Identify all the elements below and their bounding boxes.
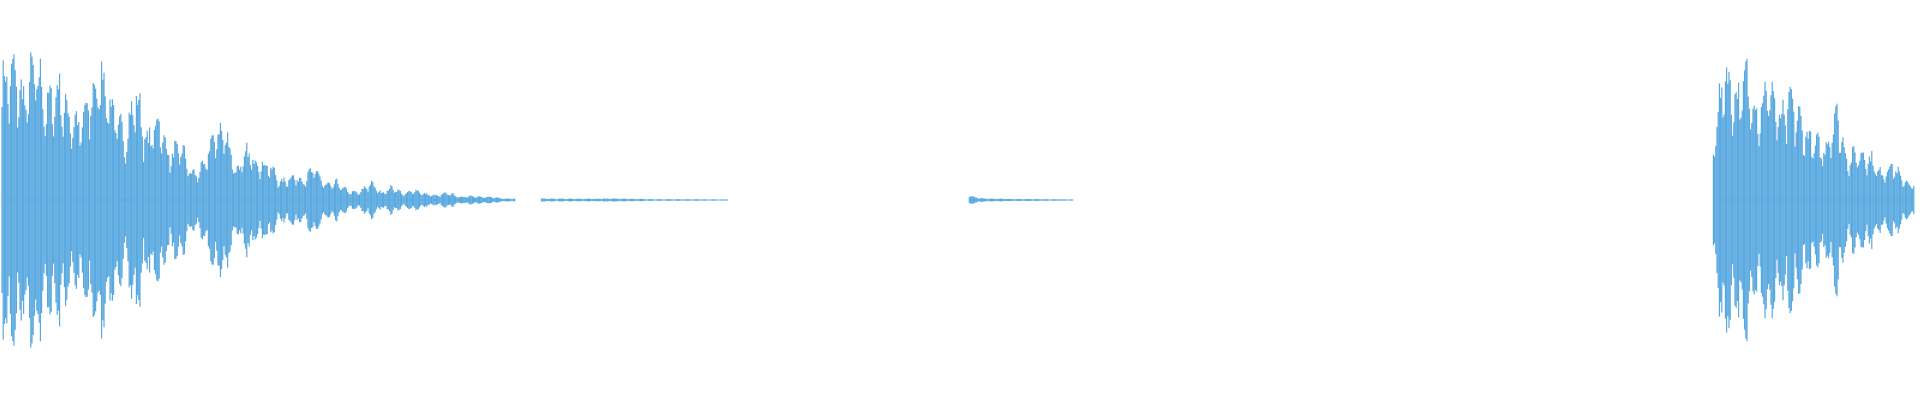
- waveform-segment-burst-1: [1, 52, 516, 348]
- waveform-segment-burst-2: [1712, 58, 1915, 342]
- waveform-segment-blip: [968, 196, 1074, 204]
- waveform-segment-trailing-noise-1: [540, 198, 729, 202]
